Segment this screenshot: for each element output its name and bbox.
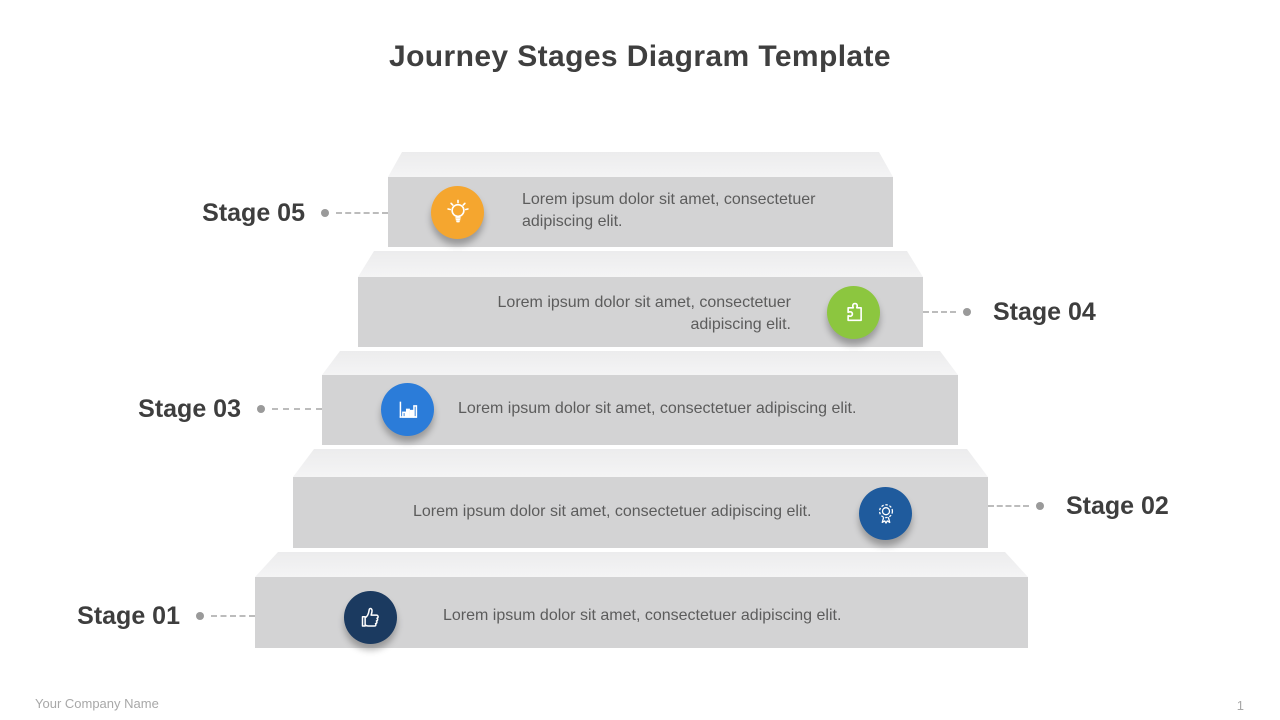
footer-company-name: Your Company Name (35, 696, 159, 711)
connector-line (923, 311, 956, 313)
award-ribbon-icon (872, 500, 900, 528)
stage-02-top-surface (293, 449, 988, 477)
stage-01-connector: Stage 01 (77, 601, 255, 631)
stage-04-connector: Stage 04 (923, 297, 1096, 327)
stage-05-text: Lorem ipsum dolor sit amet, consectetuer… (522, 191, 816, 230)
stage-01-icon-badge (344, 591, 397, 644)
slide-title: Journey Stages Diagram Template (388, 40, 891, 73)
connector-line (272, 408, 322, 410)
connector-line (211, 615, 255, 617)
stage-05-label: Stage 05 (202, 198, 305, 227)
stage-01-text: Lorem ipsum dolor sit amet, consectetuer… (443, 607, 842, 624)
stage-04-label: Stage 04 (993, 297, 1096, 326)
connector-dot (321, 209, 329, 217)
stage-02-text: Lorem ipsum dolor sit amet, consectetuer… (413, 503, 812, 520)
stage-01-label: Stage 01 (77, 601, 180, 630)
stage-04-icon-badge (827, 286, 880, 339)
connector-line (988, 505, 1029, 507)
stage-03-connector: Stage 03 (138, 394, 322, 424)
page-number: 1 (1236, 698, 1244, 713)
lightbulb-icon (443, 198, 473, 228)
stage-02-icon-badge (859, 487, 912, 540)
stage-01-top-surface (255, 552, 1028, 577)
stage-05-icon-badge (431, 186, 484, 239)
stage-03-label: Stage 03 (138, 394, 241, 423)
stage-02-connector: Stage 02 (988, 491, 1169, 521)
stage-05-connector: Stage 05 (202, 198, 388, 228)
thumbs-up-icon (356, 603, 386, 633)
connector-dot (1036, 502, 1044, 510)
bar-chart-icon (394, 396, 422, 424)
connector-dot (196, 612, 204, 620)
stage-03-text: Lorem ipsum dolor sit amet, consectetuer… (458, 400, 857, 417)
stage-02-label: Stage 02 (1066, 491, 1169, 520)
stage-03-icon-badge (381, 383, 434, 436)
connector-dot (257, 405, 265, 413)
connector-line (336, 212, 388, 214)
stage-04-text: Lorem ipsum dolor sit amet, consectetuer… (497, 294, 791, 333)
stage-03-top-surface (322, 351, 958, 375)
connector-dot (963, 308, 971, 316)
puzzle-piece-icon (839, 298, 869, 328)
stage-04-top-surface (358, 251, 923, 277)
stage-05-top-surface (388, 152, 893, 177)
